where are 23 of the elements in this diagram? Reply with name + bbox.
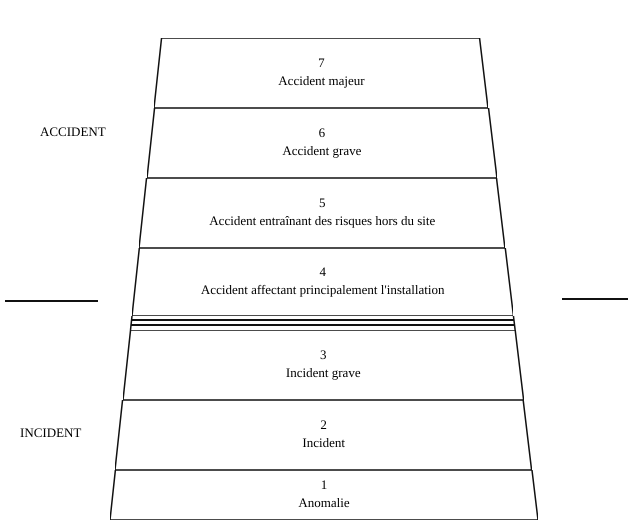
- scale-level-band: [154, 38, 488, 108]
- scale-level-band: [146, 108, 497, 178]
- scale-level-band: [122, 330, 524, 400]
- level-description: Accident grave: [282, 143, 362, 159]
- level-number: 1: [320, 477, 328, 493]
- level-description: Incident grave: [286, 365, 361, 381]
- category-label: INCIDENT: [20, 425, 82, 441]
- scale-level-band: [115, 400, 532, 470]
- level-number: 5: [319, 195, 326, 211]
- level-description: Accident entraînant des risques hors du site: [209, 213, 436, 229]
- level-number: 6: [318, 125, 326, 141]
- level-number: 7: [318, 55, 325, 71]
- level-number: 4: [319, 264, 326, 280]
- category-label: ACCIDENT: [40, 124, 106, 140]
- scale-level-band: [139, 178, 506, 248]
- level-description: Anomalie: [298, 495, 350, 511]
- level-number: 3: [320, 347, 326, 363]
- level-description: Incident: [302, 435, 345, 451]
- level-description: Accident majeur: [278, 73, 365, 89]
- level-description: Accident affectant principalement l'installation: [200, 282, 445, 298]
- scale-level-band: [110, 470, 538, 520]
- level-number: 2: [320, 417, 327, 433]
- scale-level-band: [132, 248, 514, 316]
